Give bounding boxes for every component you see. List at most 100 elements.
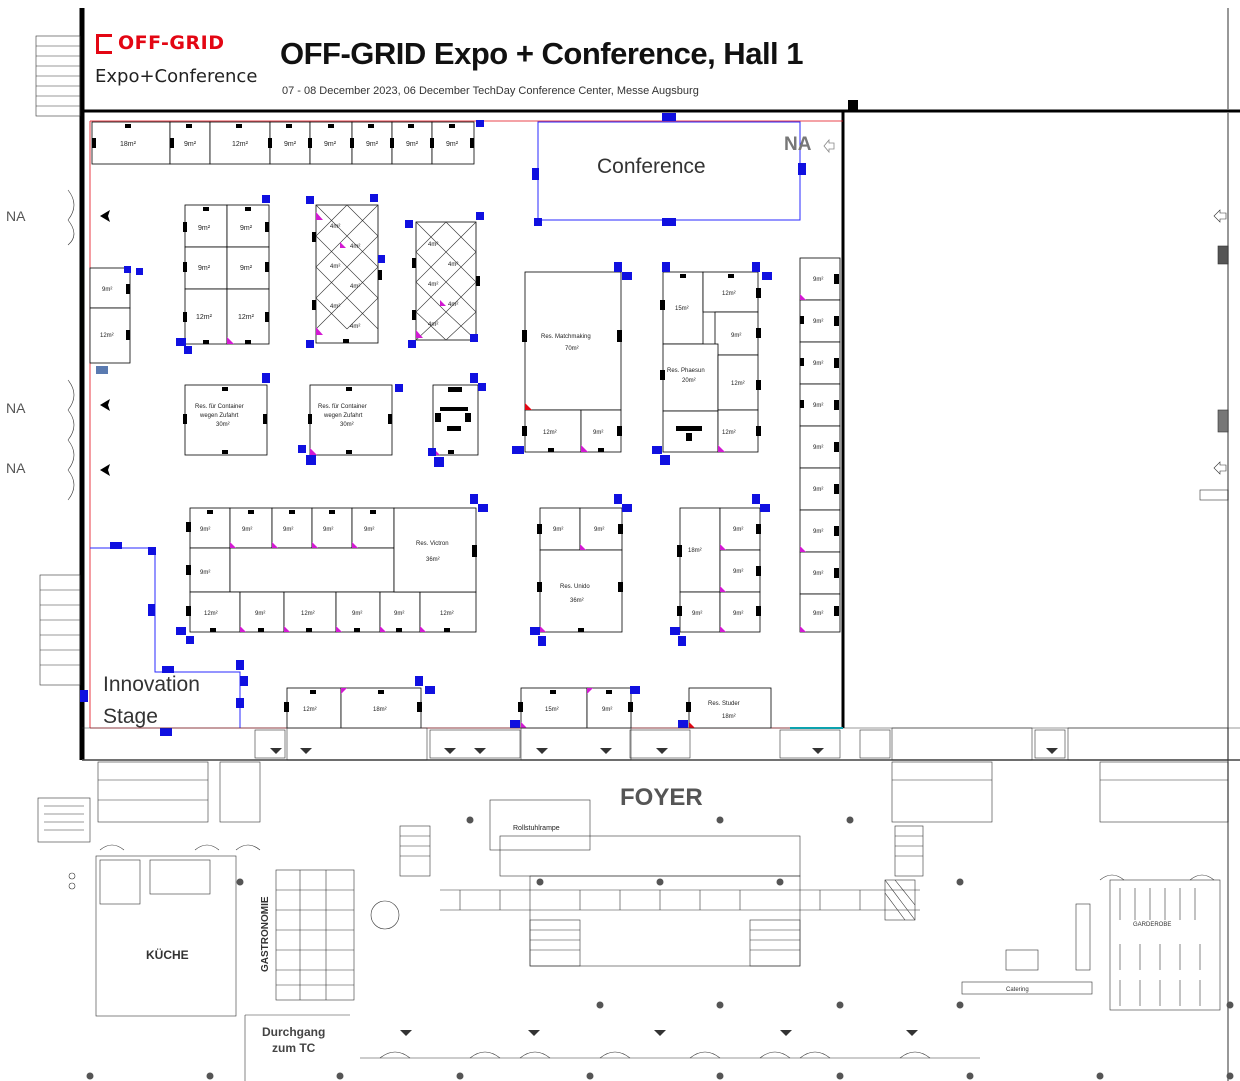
innovation-stage-label-2: Stage — [103, 705, 158, 728]
booth-label: 15m² — [545, 707, 559, 713]
exit-label-left-1: NA — [6, 208, 26, 224]
booth-column-right: 9m² 9m² 9m² 9m² 9m² 9m² 9m² 9m² 9m² — [799, 257, 841, 633]
booth-label: 9m² — [364, 527, 374, 533]
booth-label: Res. Phaesun — [667, 368, 705, 374]
rollstuhl-label: Rollstuhlrampe — [513, 825, 560, 832]
booth-label: 4m² — [350, 244, 360, 250]
booth-label: 9m² — [200, 570, 210, 576]
booth-label: 9m² — [394, 611, 404, 617]
booth-label: 18m² — [722, 714, 736, 720]
booth-label: 70m² — [565, 346, 579, 352]
booth-label: 9m² — [283, 527, 293, 533]
booth-label: 9m² — [813, 571, 823, 577]
booth-label: 9m² — [813, 403, 823, 409]
booth-label: 9m² — [692, 611, 702, 617]
booth-label: 9m² — [813, 445, 823, 451]
logo-subtext: Expo+Conference — [95, 66, 258, 87]
booth-label: 9m² — [240, 225, 253, 232]
booth-label: 9m² — [813, 611, 823, 617]
booth-label: 9m² — [242, 527, 252, 533]
booth-group-b: 9m² 9m² 9m² 9m² 9m² 9m² 12m² 9m² 12m² 9m… — [176, 494, 488, 644]
foyer-building — [37, 727, 1240, 1081]
booth-label: Res. für Container — [318, 404, 367, 410]
booth-label: 9m² — [813, 319, 823, 325]
gastronomy-label: GASTRONOMIE — [260, 896, 271, 972]
booth-label: 9m² — [324, 141, 337, 148]
booth-label: wegen Zufahrt — [323, 413, 363, 419]
booth-label: 9m² — [200, 527, 210, 533]
booth-label: 9m² — [406, 141, 419, 148]
booth-label: 9m² — [240, 265, 253, 272]
innovation-stage-label: Innovation — [103, 673, 200, 696]
booth-label: 9m² — [198, 265, 211, 272]
exit-label-left-2: NA — [6, 400, 26, 416]
booth-label: 4m² — [448, 302, 458, 308]
booth-group-unido: 9m² 9m² Res. Unido 36m² — [530, 494, 632, 646]
booth-label: 9m² — [813, 529, 823, 535]
booth-label: 9m² — [284, 141, 297, 148]
booth-label: 9m² — [733, 527, 743, 533]
booth-label: 18m² — [373, 707, 387, 713]
booth-label: 9m² — [255, 611, 265, 617]
booth-label: 12m² — [722, 291, 736, 297]
booth-label: 9m² — [593, 430, 603, 436]
booth-label: 9m² — [553, 527, 563, 533]
booth-label: 4m² — [428, 242, 438, 248]
booth-label: 30m² — [216, 422, 230, 428]
booth-label: 4m² — [330, 304, 340, 310]
booth-label: 4m² — [428, 322, 438, 328]
booth-label: 9m² — [731, 333, 741, 339]
booth-label: Res. Studer — [708, 701, 740, 707]
booth-label: 20m² — [682, 378, 696, 384]
booth-label: 18m² — [688, 548, 702, 554]
booth-label: 12m² — [543, 430, 557, 436]
booth-label: 9m² — [813, 487, 823, 493]
booth-label: 12m² — [303, 707, 317, 713]
booth-label: 9m² — [813, 277, 823, 283]
booth-group-phaesun: 15m² 12m² 9m² 12m² 12m² Res. Phaesun 20m… — [652, 262, 772, 465]
booth-container-1: Res. für Container wegen Zufahrt 30m² — [183, 373, 270, 456]
booth-label: 12m² — [722, 430, 736, 436]
booth-matchmaking: Res. Matchmaking 70m² 12m² 9m² — [512, 262, 632, 454]
booth-label: 12m² — [232, 141, 249, 148]
exit-label-left-3: NA — [6, 460, 26, 476]
booth-label: 9m² — [602, 707, 612, 713]
booth-label: 12m² — [731, 381, 745, 387]
booth-container-2: Res. für Container wegen Zufahrt 30m² — [298, 384, 403, 465]
foyer-label: FOYER — [620, 784, 703, 811]
booth-label: 9m² — [733, 569, 743, 575]
booth-label: 12m² — [238, 314, 255, 321]
catering-label: Catering — [1006, 987, 1029, 993]
booth-group-c: 18m² 9m² 9m² 9m² 9m² — [670, 494, 770, 646]
booth-group-bottom: 12m² 18m² 15m² 9m² Res. Studer 18m² — [284, 676, 772, 729]
booth-label: 4m² — [350, 324, 360, 330]
booth-label: 12m² — [301, 611, 315, 617]
booth-group-a: 9m² 9m² 9m² 9m² 12m² 12m² — [176, 195, 270, 354]
booth-label: 4m² — [448, 262, 458, 268]
booth-label: 30m² — [340, 422, 354, 428]
booth-label: 12m² — [100, 333, 114, 339]
garderobe-label: GARDEROBE — [1133, 922, 1171, 928]
booth-label: 36m² — [570, 598, 584, 604]
booth-label: 9m² — [323, 527, 333, 533]
booth-group-diamond-left: 4m² 4m² 4m² 4m² 4m² 4m² — [306, 194, 385, 348]
booth-label: 12m² — [440, 611, 454, 617]
booth-label: 9m² — [446, 141, 459, 148]
booth-label: Res. Victron — [416, 541, 449, 547]
equipment-block — [428, 373, 486, 467]
booth-label: Res. Matchmaking — [541, 334, 591, 340]
booth-label: 9m² — [352, 611, 362, 617]
booth-label: 9m² — [813, 361, 823, 367]
booth-label: 18m² — [120, 141, 137, 148]
booth-label: 12m² — [196, 314, 213, 321]
booth-label: Res. Unido — [560, 584, 590, 590]
page-subtitle: 07 - 08 December 2023, 06 December TechD… — [282, 85, 699, 97]
page-title: OFF-GRID Expo + Conference, Hall 1 — [280, 36, 804, 71]
passage-label-2: zum TC — [272, 1041, 316, 1055]
booth-label: wegen Zufahrt — [199, 413, 239, 419]
booth-label: 4m² — [350, 284, 360, 290]
booth-label: 9m² — [102, 287, 112, 293]
logo-mark — [96, 34, 112, 54]
kitchen-label: KÜCHE — [146, 947, 189, 962]
